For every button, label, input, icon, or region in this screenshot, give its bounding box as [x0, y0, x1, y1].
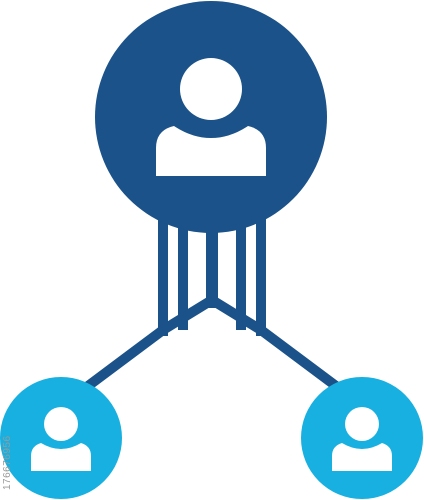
trunk-bar-left: [158, 200, 168, 336]
child-node-right: [301, 377, 423, 499]
branch-junction: [160, 294, 264, 335]
user-icon: [156, 58, 266, 176]
trunk-bar-center: [206, 220, 218, 308]
user-body: [31, 443, 91, 471]
user-body: [156, 126, 266, 176]
user-head: [180, 58, 242, 120]
connector-lines: [77, 200, 347, 397]
child-node-left: [0, 377, 122, 499]
branch-left: [77, 325, 166, 397]
user-icon: [332, 407, 392, 471]
user-head: [44, 407, 78, 441]
watermark-id-text: 176676956: [2, 435, 13, 490]
user-head: [345, 407, 379, 441]
trunk-bar-right: [256, 200, 266, 336]
trunk-bar-mid-right: [236, 220, 246, 330]
trunk-bar-mid-left: [178, 220, 188, 330]
user-icon: [31, 407, 91, 471]
branch-right: [258, 325, 347, 397]
user-body: [332, 443, 392, 471]
parent-node: [95, 1, 327, 233]
